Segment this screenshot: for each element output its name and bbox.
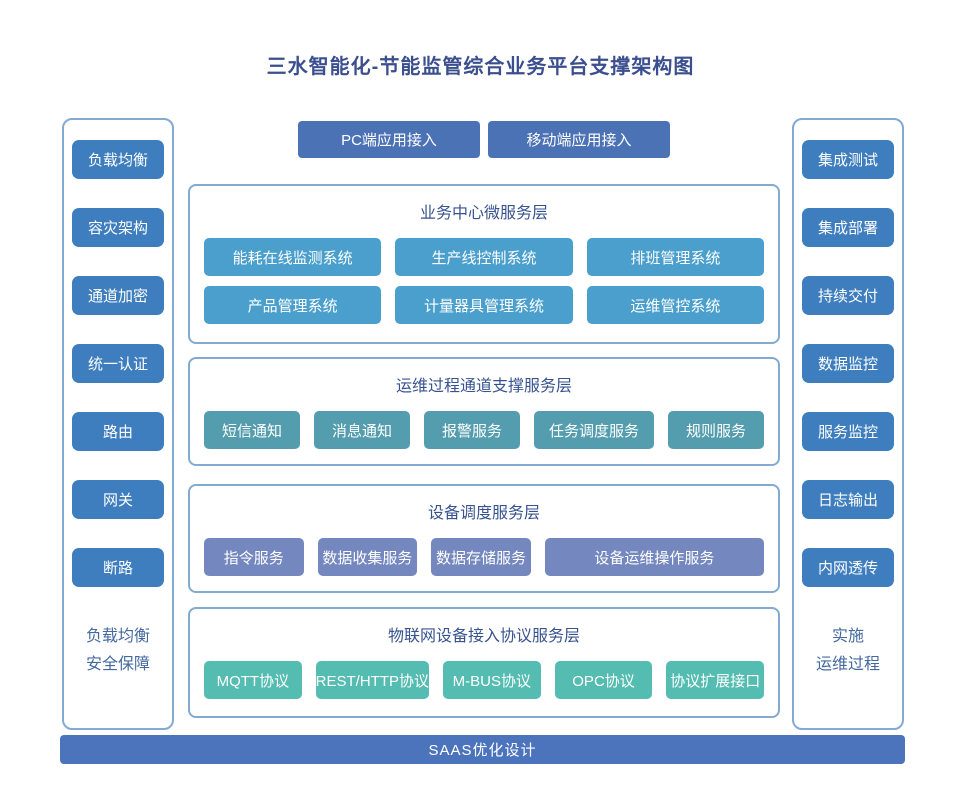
node-product-management-system: 产品管理系统: [204, 286, 382, 324]
node-command-service: 指令服务: [204, 538, 304, 576]
sidebar-item-intranet-tunnel: 内网透传: [802, 548, 894, 587]
sidebar-item-log-output: 日志输出: [802, 480, 894, 519]
node-task-scheduling-service: 任务调度服务: [534, 411, 654, 449]
sidebar-item-circuit-break: 断路: [72, 548, 164, 587]
layer-business-microservices-title: 业务中心微服务层: [419, 205, 548, 222]
sidebar-item-load-balance: 负载均衡: [72, 140, 164, 179]
sidebar-item-channel-encryption: 通道加密: [72, 276, 164, 315]
right-panel-caption-line1: 实施: [831, 628, 864, 645]
left-panel-caption: 负载均衡 安全保障: [86, 623, 150, 679]
left-panel-caption-line2: 安全保障: [85, 656, 150, 673]
sidebar-item-unified-auth: 统一认证: [72, 344, 164, 383]
node-protocol-extension-interface: 协议扩展接口: [666, 661, 765, 699]
layer-iot-protocol: 物联网设备接入协议服务层 MQTT协议 REST/HTTP协议 M-BUS协议 …: [188, 607, 780, 718]
right-panel-caption: 实施 运维过程: [816, 623, 880, 679]
saas-optimization-bar: SAAS优化设计: [60, 735, 905, 764]
layer-ops-channel-support-title: 运维过程通道支撑服务层: [395, 378, 572, 395]
sidebar-item-gateway: 网关: [72, 480, 164, 519]
node-energy-monitoring-system: 能耗在线监测系统: [204, 238, 382, 276]
right-sidebar-panel: 集成测试 集成部署 持续交付 数据监控 服务监控 日志输出 内网透传 实施 运维…: [792, 118, 904, 730]
sidebar-item-integration-deploy: 集成部署: [802, 208, 894, 247]
access-button-row: PC端应用接入 移动端应用接入: [188, 121, 780, 158]
right-panel-caption-line2: 运维过程: [815, 656, 880, 673]
sidebar-item-continuous-delivery: 持续交付: [802, 276, 894, 315]
left-sidebar-panel: 负载均衡 容灾架构 通道加密 统一认证 路由 网关 断路 负载均衡 安全保障: [62, 118, 174, 730]
node-mbus-protocol: M-BUS协议: [443, 661, 541, 699]
sidebar-item-data-monitor: 数据监控: [802, 344, 894, 383]
layer-device-scheduling: 设备调度服务层 指令服务 数据收集服务 数据存储服务 设备运维操作服务: [188, 484, 780, 593]
node-opc-protocol: OPC协议: [554, 661, 653, 699]
node-data-storage-service: 数据存储服务: [431, 538, 531, 576]
node-metering-device-management-system: 计量器具管理系统: [395, 286, 573, 324]
node-message-notification: 消息通知: [314, 411, 410, 449]
page-title: 三水智能化-节能监管综合业务平台支撑架构图: [266, 56, 695, 78]
layer-iot-protocol-row: MQTT协议 REST/HTTP协议 M-BUS协议 OPC协议 协议扩展接口: [190, 661, 778, 699]
layer-device-scheduling-title: 设备调度服务层: [427, 505, 540, 522]
node-sms-notification: 短信通知: [204, 411, 300, 449]
node-device-ops-operation-service: 设备运维操作服务: [544, 538, 764, 576]
node-rest-http-protocol: REST/HTTP协议: [315, 661, 430, 699]
layer-ops-channel-row: 短信通知 消息通知 报警服务 任务调度服务 规则服务: [190, 411, 778, 449]
sidebar-item-service-monitor: 服务监控: [802, 412, 894, 451]
node-shift-management-system: 排班管理系统: [586, 238, 764, 276]
layer-business-row1: 能耗在线监测系统 生产线控制系统 排班管理系统: [190, 238, 778, 276]
layer-business-row2: 产品管理系统 计量器具管理系统 运维管控系统: [190, 286, 778, 324]
sidebar-item-integration-test: 集成测试: [802, 140, 894, 179]
node-production-line-control-system: 生产线控制系统: [395, 238, 573, 276]
node-data-collection-service: 数据收集服务: [317, 538, 418, 576]
node-alarm-service: 报警服务: [424, 411, 520, 449]
sidebar-item-routing: 路由: [72, 412, 164, 451]
access-button-pc: PC端应用接入: [298, 121, 480, 158]
layer-ops-channel-support: 运维过程通道支撑服务层 短信通知 消息通知 报警服务 任务调度服务 规则服务: [188, 357, 780, 466]
layer-device-scheduling-row: 指令服务 数据收集服务 数据存储服务 设备运维操作服务: [190, 538, 778, 576]
layer-iot-protocol-title: 物联网设备接入协议服务层: [387, 628, 580, 645]
node-mqtt-protocol: MQTT协议: [204, 661, 302, 699]
access-button-mobile: 移动端应用接入: [488, 121, 670, 158]
sidebar-item-disaster-recovery: 容灾架构: [72, 208, 164, 247]
node-ops-control-system: 运维管控系统: [586, 286, 764, 324]
node-rule-service: 规则服务: [668, 411, 764, 449]
layer-business-microservices: 业务中心微服务层 能耗在线监测系统 生产线控制系统 排班管理系统 产品管理系统 …: [188, 184, 780, 344]
left-panel-caption-line1: 负载均衡: [85, 628, 150, 645]
